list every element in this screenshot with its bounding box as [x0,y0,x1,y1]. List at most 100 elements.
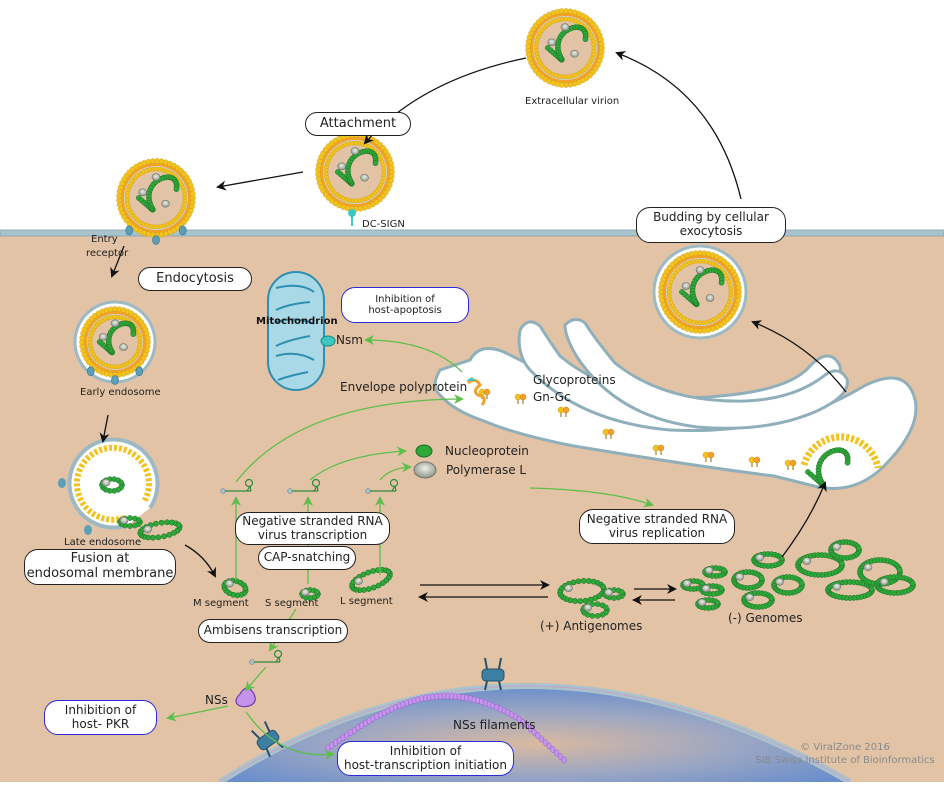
box-endocytosis-text: Endocytosis [156,270,234,286]
polymerase-icon [413,461,437,479]
rna-segments [99,476,916,619]
nss-filament-unit [527,725,533,733]
label-early-endosome: Early endosome [80,387,161,398]
mrna-transcripts [220,478,399,665]
nss-filament-unit [531,728,537,736]
virion-icon [652,244,748,340]
box-inhibition-pkr-line2: host- PKR [71,716,130,731]
virions [58,8,882,535]
rnp-segment-icon [795,552,845,578]
virion-icon [116,158,196,245]
rnp-segment-icon [137,519,183,541]
glycoprotein-icon [557,406,570,417]
credits: © ViralZone 2016 SIB Swiss Institute of … [750,742,940,767]
rnp-segment-icon [299,587,321,601]
box-cap-snatching-text: CAP-snatching [263,550,351,565]
nss-filament-unit [546,742,552,750]
rnp-segment-icon [99,476,125,494]
label-s-segment: S segment [265,598,319,609]
late-endosome-icon [58,437,160,535]
nss-filament-unit [516,715,522,723]
rnp-segment-icon [874,574,916,596]
nss-filament-unit [542,738,548,746]
glycoprotein-icon [514,393,527,404]
label-glycoproteins: Glycoproteins [533,373,616,387]
box-transcription-line1: Negative stranded RNA [242,513,383,528]
box-replication-line2: virus replication [608,525,706,540]
box-attachment: Attachment [305,112,411,136]
rnp-segment-icon [221,577,249,599]
nss-filament-unit [554,749,559,757]
rnp-segment-icon [117,515,143,529]
rnp-segment-icon [828,539,862,561]
label-nucleoprotein: Nucleoprotein [445,444,529,458]
box-ambisens-text: Ambisens transcription [203,623,343,638]
box-attachment-text: Attachment [319,115,397,131]
budding-virion-icon [800,433,882,488]
glycoprotein-icon [652,444,665,455]
box-inhibition-pkr-line1: Inhibition of [64,702,137,717]
box-inhibition-apoptosis-line2: host-apoptosis [368,305,442,316]
nss-filament-unit [520,718,526,726]
nss-filament-unit [561,756,567,764]
label-entry-receptor-2: receptor [86,248,129,259]
credits-line1: © ViralZone 2016 [800,742,890,753]
rnp-segment-icon [695,597,721,611]
rnp-segment-icon [741,590,775,610]
rnp-segment-icon [731,569,765,591]
box-budding-line1: Budding by cellular [653,210,769,225]
virion-icon [525,8,605,88]
mrna-icon [249,649,283,665]
label-m-segment: M segment [193,598,249,609]
box-inhibition-transcription-line1: Inhibition of [389,743,462,758]
virion-icon [315,132,395,212]
glycoprotein-icon [748,456,761,467]
rnp-segment-icon [825,579,875,601]
box-fusion-line2: endosomal membrane [26,566,174,581]
mitochondrion-icon [267,271,336,391]
box-fusion-line1: Fusion at [70,551,130,567]
label-genomes: (-) Genomes [728,611,803,625]
credits-line2: SIB Swiss Institute of Bioinformatics [755,754,935,766]
nss-filament-unit [539,735,544,743]
box-ambisens: Ambisens transcription [198,619,348,643]
nuclear-pore-icon [250,721,284,758]
nucleoprotein-icon [415,444,433,458]
nss-filament-unit [557,753,563,760]
label-extracellular-virion: Extracellular virion [525,96,620,107]
box-inhibition-transcription-line2: host-transcription initiation [343,757,508,772]
glycoprotein-icon [602,428,615,439]
virion-icon [73,300,157,385]
rnp-segment-icon [580,601,610,619]
label-entry-receptor-1: Entry [91,234,118,245]
label-nsm: Nsm [336,333,363,347]
mrna-icon [365,478,399,494]
box-endocytosis: Endocytosis [138,267,252,291]
golgi-er-membranes [433,318,918,490]
label-dc-sign: DC-SIGN [362,219,405,230]
box-budding-line2: exocytosis [679,224,743,238]
nss-filament-unit [550,745,556,753]
label-antigenomes: (+) Antigenomes [540,619,643,633]
label-mitochondrion: Mitochondrion [256,316,338,327]
box-transcription-line2: virus transcription [257,527,368,542]
envelope-polyprotein-icon [466,377,486,406]
mrna-icon [287,478,321,494]
glycoprotein-markers [466,377,797,470]
dc-sign-receptor-icon [348,209,356,217]
label-late-endosome: Late endosome [64,537,142,548]
rnp-segment-icon [602,587,626,601]
label-gn-gc: Gn-Gc [533,390,571,404]
rnp-segment-icon [751,551,785,569]
rnp-segment-icon [699,583,725,597]
rnp-segment-icon [771,574,805,596]
box-replication-line1: Negative stranded RNA [586,511,728,526]
